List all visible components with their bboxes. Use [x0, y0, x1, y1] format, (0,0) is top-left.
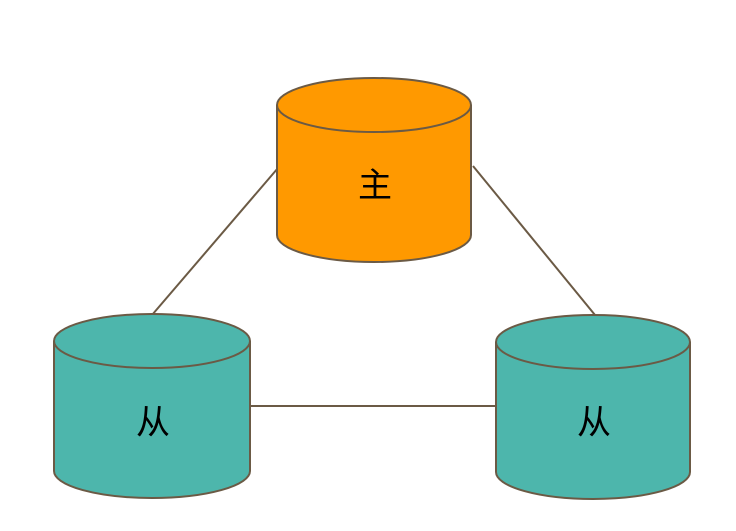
slave-right-database-label: 从 — [577, 403, 611, 443]
slave-right-database-cylinder-icon — [495, 314, 691, 500]
edge-master-slave-right — [472, 165, 596, 316]
slave-left-database-label: 从 — [136, 403, 170, 443]
master-database: 主 — [276, 77, 472, 263]
slave-right-database: 从 — [495, 314, 691, 500]
connectors — [151, 165, 596, 407]
edge-master-slave-left — [151, 167, 279, 316]
slave-left-database-cylinder-rim — [53, 340, 251, 369]
master-database-cylinder-rim — [276, 104, 472, 133]
slave-left-database: 从 — [53, 313, 251, 499]
slave-right-database-cylinder-rim — [495, 341, 691, 370]
master-database-label: 主 — [358, 166, 392, 206]
slave-left-database-cylinder-icon — [53, 313, 251, 499]
master-database-cylinder-icon — [276, 77, 472, 263]
